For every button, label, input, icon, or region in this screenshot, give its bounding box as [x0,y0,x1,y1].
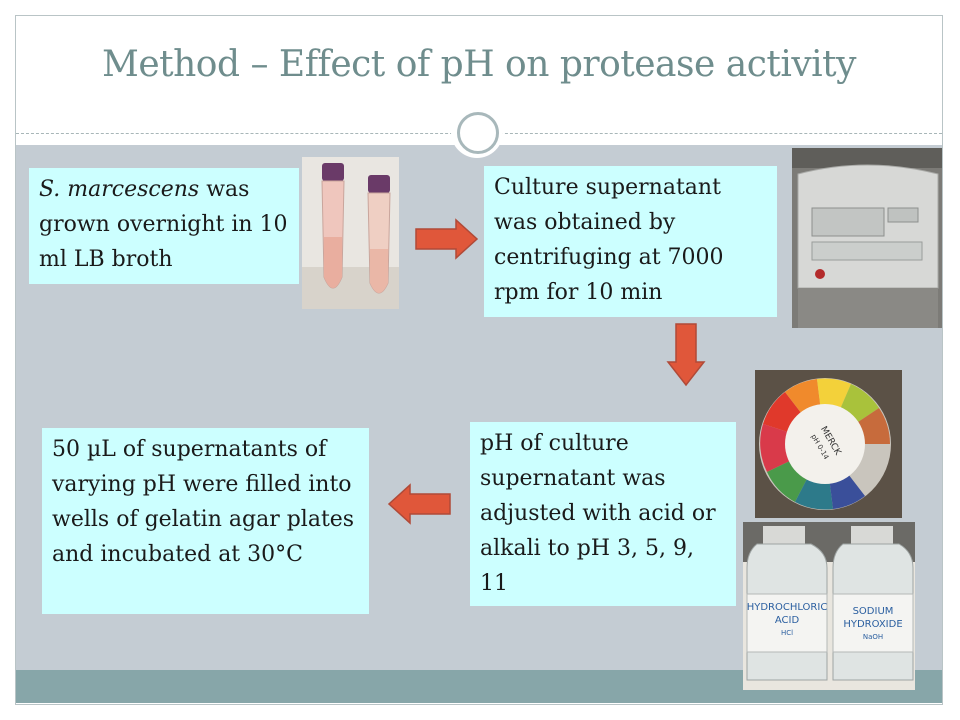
step-3-text: pH of culture supernatant was adjusted w… [470,422,736,606]
culture-tubes-photo [302,157,399,309]
centrifuge-photo [792,148,942,328]
ph-indicator-photo: MERCK pH 0-14 [755,370,902,518]
bottle-label-hcl-3: HCl [781,629,793,637]
step-1-body: was grown overnight in 10 ml LB broth [39,177,288,272]
bottle-label-hcl-2: ACID [775,615,800,626]
arrow-right-icon [415,218,479,260]
ornament-circle-icon [457,112,499,154]
bottle-label-naoh-2: HYDROXIDE [843,619,902,630]
bottle-label-hcl-1: HYDROCHLORIC [747,602,828,613]
bottle-label-naoh-1: SODIUM [853,606,894,617]
acid-base-bottles-photo: HYDROCHLORIC ACID HCl SODIUM HYDROXIDE N… [743,522,915,690]
step-2-text: Culture supernatant was obtained by cent… [484,166,777,317]
arrow-left-icon [387,483,451,525]
slide-frame [15,15,943,705]
organism-name: S. marcescens [39,177,200,202]
slide-title: Method – Effect of pH on protease activi… [101,44,857,85]
bottle-label-naoh-3: NaOH [863,633,883,641]
step-4-text: 50 µL of supernatants of varying pH were… [42,428,369,614]
step-1-text: S. marcescens was grown overnight in 10 … [29,168,299,284]
arrow-down-icon [666,323,706,387]
